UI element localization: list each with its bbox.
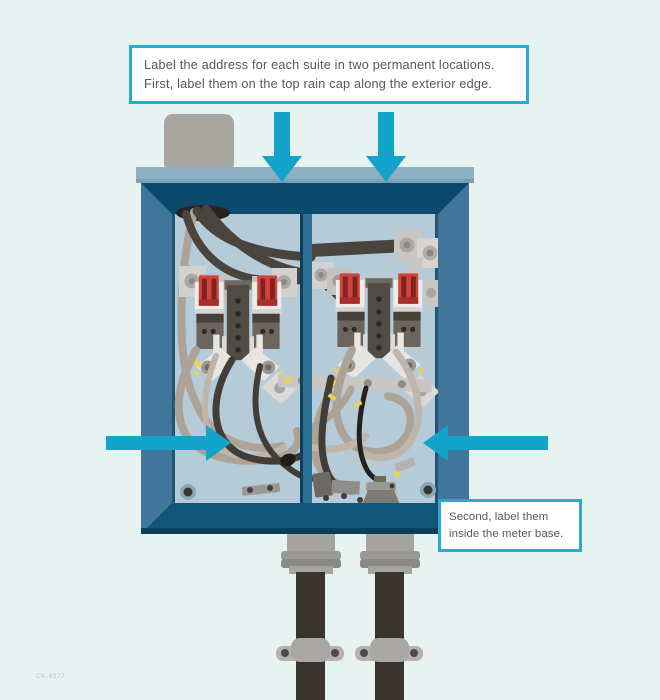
pointer-arrows (106, 112, 548, 461)
mounting-screw (180, 482, 436, 500)
conduit-riser (164, 114, 234, 172)
figure-code: CK-6277 (36, 673, 66, 680)
service-conduit-left (276, 528, 344, 700)
center-divider (300, 214, 312, 503)
wire-cap (280, 453, 296, 467)
left-arrow-icon (423, 425, 548, 461)
down-arrow-icon (262, 112, 302, 182)
wire-markers (193, 359, 400, 477)
rain-cap (136, 167, 474, 183)
callout-top-rain-cap: Label the address for each suite in two … (129, 45, 529, 104)
down-arrow-icon (366, 112, 406, 182)
callout-inside-meter-base: Second, label them inside the meter base… (438, 499, 582, 552)
service-conduit-right (355, 528, 423, 700)
right-arrow-icon (106, 425, 231, 461)
bottom-terminal-hardware (241, 457, 416, 503)
meter-base-interior (174, 204, 438, 503)
meter-base-box (136, 167, 474, 534)
